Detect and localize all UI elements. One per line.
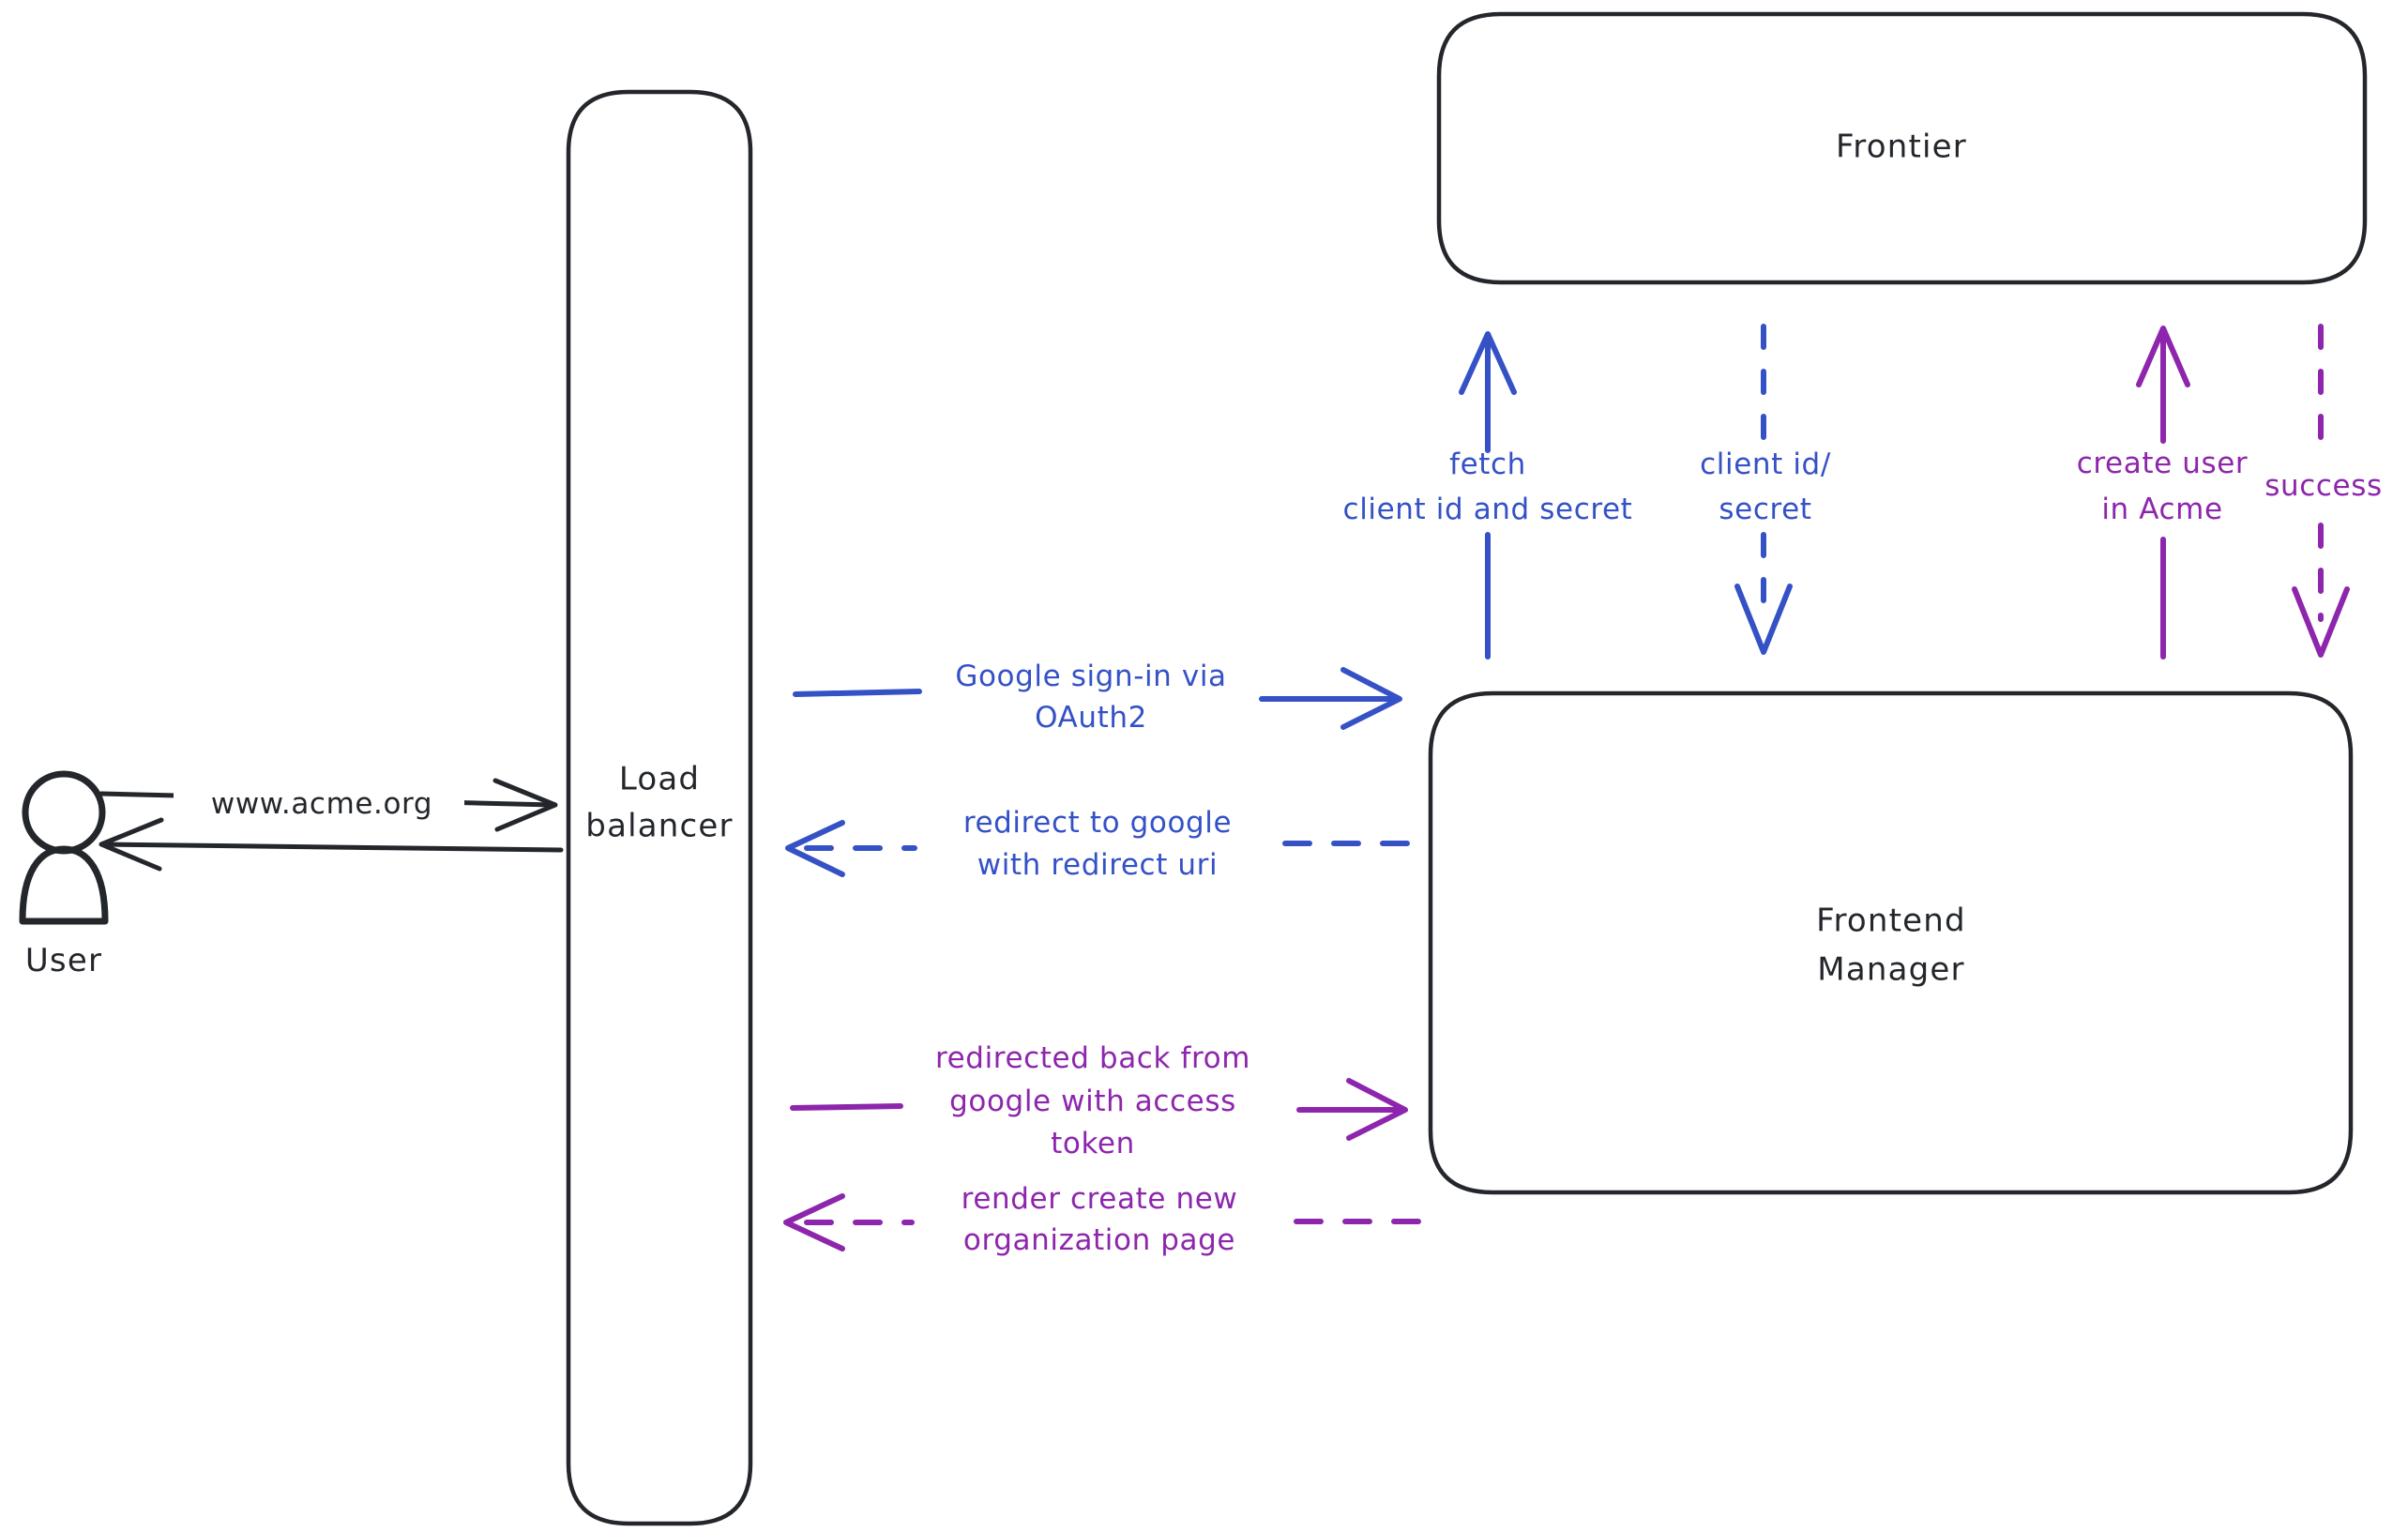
edge-lb-to-user-line [100, 842, 564, 853]
edge-fm-to-lb-render-arrowhead [783, 1193, 845, 1251]
edge-frontier-to-fm-success-arrowhead [2292, 586, 2350, 658]
edge-lb-to-fm-signin-arrowhead [1340, 667, 1402, 730]
edge-lb-to-user-arrowhead [98, 817, 164, 872]
edge-fm-to-frontier-fetch: fetch client id and secret [1343, 331, 1633, 660]
edge-fm-to-frontier-create-user-arrowhead [2136, 326, 2190, 387]
edge-frontier-to-fm-success: success [2264, 324, 2382, 658]
edge-lb-to-fm-token-arrowhead [1346, 1078, 1408, 1141]
frontier-shape [1436, 11, 2368, 285]
edge-fm-to-frontier-fetch-arrowhead [1459, 331, 1517, 395]
edge-lb-to-fm-token-label-line1: redirected back from [935, 1041, 1250, 1075]
edge-lb-to-fm-token-line-left [790, 1103, 903, 1111]
edge-lb-to-fm-token-label-line3: token [1051, 1127, 1135, 1160]
edge-frontier-to-fm-creds-label-line2: secret [1719, 493, 1811, 526]
frontend-manager-shape [1428, 690, 2354, 1195]
user-body-icon [19, 845, 109, 925]
edge-fm-to-frontier-create-user-label-line2: in Acme [2101, 493, 2222, 526]
edge-lb-to-fm-signin-line-left [793, 689, 922, 697]
node-load-balancer[interactable]: Load balancer [566, 89, 753, 1526]
edge-frontier-to-fm-creds-label-line1: client id/ [1700, 447, 1831, 481]
edge-frontier-to-fm-success-label: success [2264, 469, 2382, 503]
edge-fm-to-lb-render-label-line2: organization page [963, 1223, 1235, 1257]
edge-lb-to-fm-signin: Google sign-in via OAuth2 [793, 660, 1402, 735]
edge-lb-to-user [98, 817, 564, 872]
node-frontend-manager[interactable]: Frontend Manager [1428, 690, 2354, 1195]
edge-fm-to-lb-render: render create new organization page [783, 1182, 1421, 1257]
edge-fm-to-lb-redirect-label-line1: redirect to google [963, 806, 1232, 840]
edge-user-to-lb: www.acme.org [98, 778, 558, 832]
edge-frontier-to-fm-creds-arrowhead [1734, 584, 1793, 655]
frontend-manager-label-line2: Manager [1817, 951, 1964, 989]
actor-user-label: User [25, 942, 102, 979]
edge-lb-to-fm-token: redirected back from google with access … [790, 1041, 1408, 1160]
edge-user-to-lb-arrowhead [492, 778, 558, 832]
actor-user: User [19, 770, 109, 979]
edge-fm-to-frontier-fetch-label-line1: fetch [1449, 447, 1526, 481]
edge-fm-to-frontier-fetch-label-line2: client id and secret [1343, 493, 1633, 526]
edge-fm-to-frontier-create-user: create user in Acme [2077, 326, 2248, 660]
node-frontier[interactable]: Frontier [1436, 11, 2368, 285]
edge-fm-to-lb-render-label-line1: render create new [962, 1182, 1238, 1216]
edge-lb-to-fm-token-label-line2: google with access [949, 1085, 1236, 1118]
load-balancer-label-line2: balancer [585, 808, 733, 845]
edge-frontier-to-fm-creds: client id/ secret [1700, 324, 1831, 655]
edge-lb-to-fm-signin-label-line2: OAuth2 [1035, 701, 1147, 735]
load-balancer-shape [566, 89, 753, 1526]
frontend-manager-label-line1: Frontend [1816, 903, 1966, 940]
load-balancer-label-line1: Load [619, 761, 700, 798]
edge-user-to-lb-label: www.acme.org [211, 787, 432, 821]
edge-fm-to-lb-redirect: redirect to google with redirect uri [785, 806, 1421, 882]
edge-lb-to-fm-signin-label-line1: Google sign-in via [955, 660, 1226, 693]
edge-fm-to-lb-redirect-arrowhead [785, 820, 845, 877]
edge-fm-to-lb-redirect-label-line2: with redirect uri [977, 848, 1218, 882]
edge-label-mask [174, 781, 464, 822]
edge-fm-to-frontier-create-user-label-line1: create user [2077, 447, 2248, 480]
frontier-label: Frontier [1836, 129, 1967, 166]
